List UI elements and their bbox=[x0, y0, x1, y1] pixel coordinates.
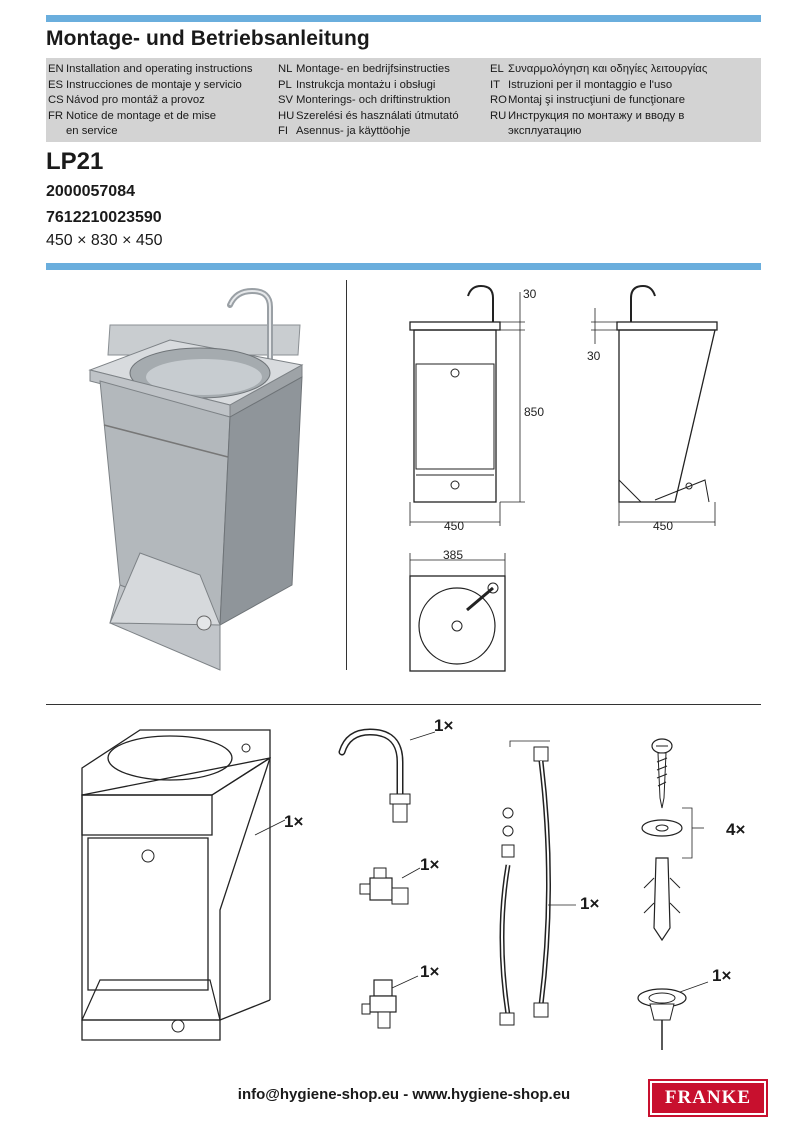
top-view-drawing: 385 bbox=[409, 548, 506, 672]
dimension-top-width: 385 bbox=[443, 548, 463, 562]
screw-set-part-drawing bbox=[641, 738, 704, 942]
side-view-drawing: 30 450 bbox=[587, 284, 718, 533]
language-row: en service bbox=[66, 125, 118, 138]
valve-part-drawing bbox=[359, 867, 421, 905]
footer-contact: info@hygiene-shop.eu - www.hygiene-shop.… bbox=[237, 1086, 571, 1103]
product-dimensions: 450 × 830 × 450 bbox=[46, 232, 163, 249]
product-photo bbox=[88, 287, 304, 671]
dimension-front-top: 30 bbox=[523, 287, 537, 301]
top-accent-bar bbox=[46, 15, 761, 22]
dimension-side-width: 450 bbox=[653, 519, 673, 533]
drawing-divider-vertical bbox=[346, 280, 347, 670]
franke-logo: FRANKE bbox=[652, 1083, 764, 1113]
hose-part-drawing bbox=[499, 740, 576, 1026]
front-view-drawing: 30 850 450 bbox=[409, 284, 544, 533]
valve-quantity: 1× bbox=[420, 855, 440, 874]
section-accent-bar bbox=[46, 263, 761, 270]
drain-part-drawing bbox=[637, 981, 709, 1050]
dimension-side-top: 30 bbox=[587, 349, 601, 363]
dimension-front-height: 850 bbox=[524, 405, 544, 419]
push-valve-part-drawing bbox=[361, 975, 419, 1029]
language-row: ROMontaj şi instrucţiuni de funcţionare bbox=[490, 94, 686, 107]
hose-quantity: 1× bbox=[580, 894, 600, 913]
push-valve-quantity: 1× bbox=[420, 962, 440, 981]
basin-part-drawing bbox=[81, 729, 286, 1041]
screws-quantity: 4× bbox=[726, 820, 746, 839]
ean-code: 7612210023590 bbox=[46, 209, 162, 226]
page-title: Montage- und Betriebsanleitung bbox=[46, 27, 370, 50]
tap-quantity: 1× bbox=[434, 716, 454, 735]
dimension-front-width: 450 bbox=[444, 519, 464, 533]
model-name: LP21 bbox=[46, 148, 104, 175]
tap-part-drawing bbox=[338, 728, 436, 823]
language-row: эксплуатацию bbox=[508, 125, 582, 138]
article-number: 2000057084 bbox=[46, 183, 135, 200]
basin-quantity: 1× bbox=[284, 812, 304, 831]
drain-quantity: 1× bbox=[712, 966, 732, 985]
parts-divider-horizontal bbox=[46, 704, 761, 705]
